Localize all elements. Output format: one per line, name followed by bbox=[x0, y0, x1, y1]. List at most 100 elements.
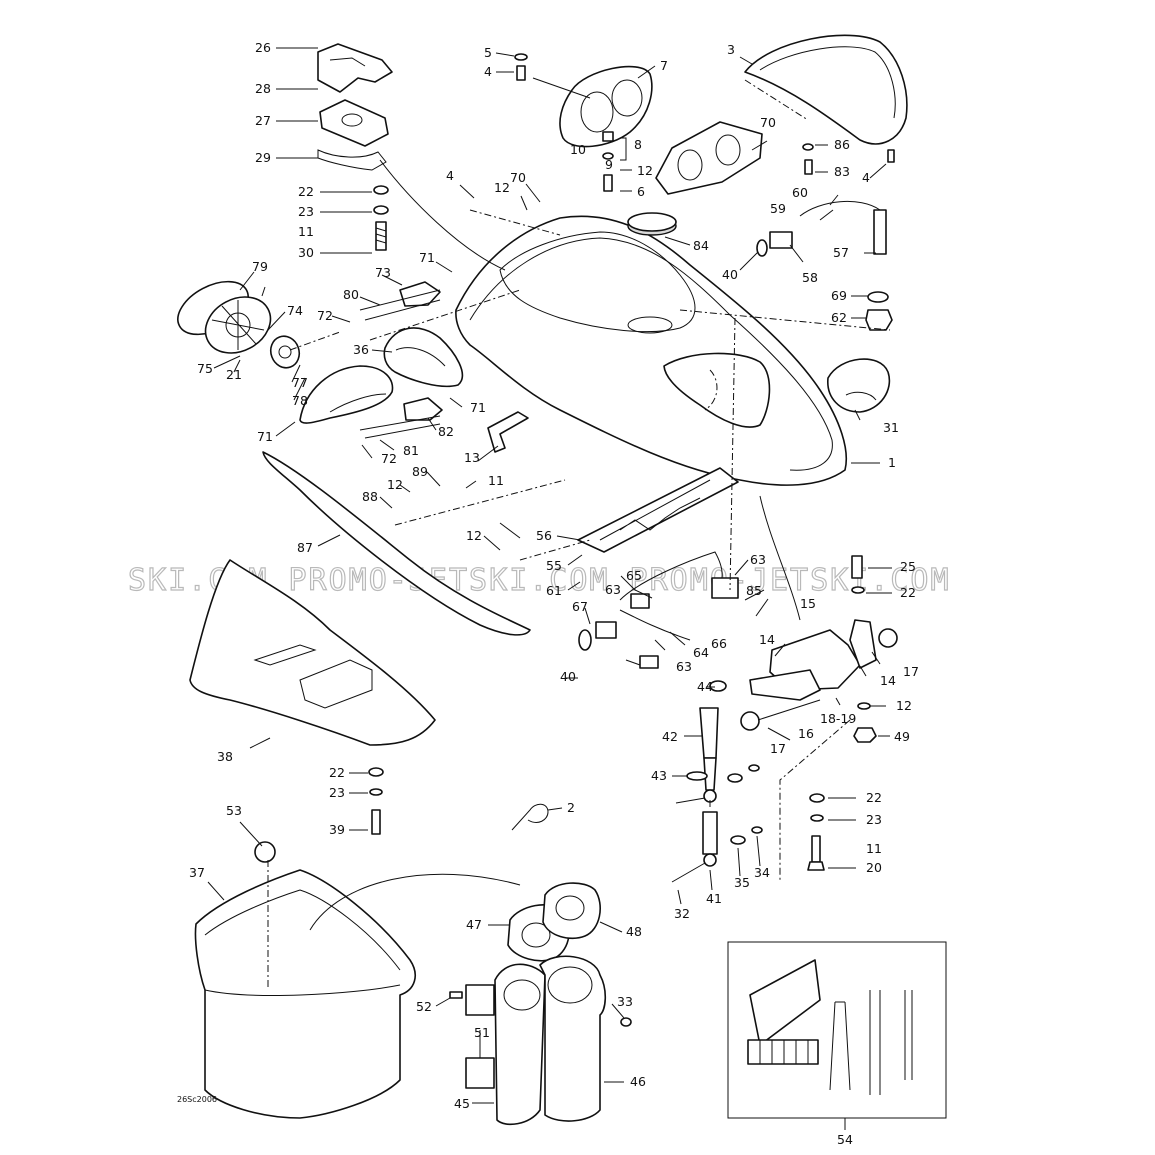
callout-4: 4 bbox=[484, 64, 492, 79]
callout-14: 14 bbox=[759, 632, 775, 647]
bracket bbox=[487, 411, 529, 453]
storage-cover bbox=[577, 467, 739, 553]
callout-81: 83 bbox=[834, 164, 850, 179]
bolts-left bbox=[368, 767, 384, 835]
callout-86: 88 bbox=[362, 489, 378, 504]
hinges bbox=[359, 281, 443, 439]
mirror-housing bbox=[827, 358, 891, 413]
vent-cover bbox=[299, 365, 394, 424]
callout-45: 45 bbox=[454, 1096, 470, 1111]
callout-29: 29 bbox=[255, 150, 271, 165]
callout-32: 32 bbox=[674, 906, 690, 921]
callout-74: 75 bbox=[197, 361, 213, 376]
clip bbox=[511, 803, 549, 831]
callout-85: 87 bbox=[297, 540, 313, 555]
callout-87: 89 bbox=[412, 464, 428, 479]
callout-7: 7 bbox=[660, 58, 668, 73]
callout-1: 1 bbox=[888, 455, 896, 470]
callout-56: 58 bbox=[802, 270, 818, 285]
callout-12d: 12 bbox=[466, 528, 482, 543]
callout-17: 17 bbox=[903, 664, 919, 679]
callout-12b: 12 bbox=[494, 180, 510, 195]
storage-container bbox=[449, 882, 632, 1126]
callout-71b: 72 bbox=[381, 451, 397, 466]
callout-65: 67 bbox=[572, 599, 588, 614]
bottom-liner bbox=[189, 559, 436, 746]
callout-6: 6 bbox=[637, 184, 645, 199]
steering-assembly bbox=[740, 555, 898, 743]
callout-41: 41 bbox=[706, 891, 722, 906]
callout-83: 85 bbox=[746, 583, 762, 598]
side-trim bbox=[383, 327, 464, 388]
callout-10: 10 bbox=[570, 142, 586, 157]
tool-kit bbox=[727, 941, 947, 1119]
bolts-right bbox=[807, 793, 825, 871]
callout-16: 16 bbox=[798, 726, 814, 741]
callout-9: 9 bbox=[605, 157, 613, 172]
callout-15: 15 bbox=[800, 596, 816, 611]
callout-30: 30 bbox=[298, 245, 314, 260]
callout-26: 26 bbox=[255, 40, 271, 55]
callout-78: 80 bbox=[343, 287, 359, 302]
side-panel bbox=[262, 451, 531, 636]
callout-22c: 22 bbox=[866, 790, 882, 805]
callout-77: 79 bbox=[252, 259, 268, 274]
callout-12: 12 bbox=[637, 163, 653, 178]
callout-11b: 11 bbox=[488, 473, 504, 488]
callout-48: 48 bbox=[626, 924, 642, 939]
callout-62: 63 bbox=[676, 659, 692, 674]
callout-82: 84 bbox=[693, 238, 709, 253]
callout-31: 31 bbox=[883, 420, 899, 435]
callout-28: 28 bbox=[255, 81, 271, 96]
callout-17b: 17 bbox=[770, 741, 786, 756]
callout-35: 35 bbox=[734, 875, 750, 890]
callout-40: 40 bbox=[722, 267, 738, 282]
callout-21: 21 bbox=[226, 367, 242, 382]
callout-57: 59 bbox=[770, 201, 786, 216]
callout-44: 44 bbox=[697, 679, 713, 694]
wiring-harness bbox=[578, 551, 739, 669]
callout-13: 13 bbox=[464, 450, 480, 465]
callout-50: 52 bbox=[416, 999, 432, 1014]
callout-20: 20 bbox=[866, 860, 882, 875]
callout-25: 49 bbox=[894, 729, 910, 744]
guide-lines bbox=[267, 79, 891, 990]
callout-68: 70 bbox=[510, 170, 526, 185]
callout-76: 78 bbox=[292, 393, 308, 408]
callout-39: 39 bbox=[329, 822, 345, 837]
callout-69: 71 bbox=[257, 429, 273, 444]
callout-43: 43 bbox=[651, 768, 667, 783]
callout-75: 77 bbox=[292, 375, 308, 390]
callout-4b: 4 bbox=[862, 170, 870, 185]
callout-labels: 26 28 27 29 22 23 11 30 5 4 7 10 8 9 12 … bbox=[177, 40, 919, 1147]
callout-58: 60 bbox=[792, 185, 808, 200]
callout-4c: 4 bbox=[446, 168, 454, 183]
windshield bbox=[744, 34, 908, 175]
callout-18-19: 18-19 bbox=[820, 711, 856, 726]
callout-52: 54 bbox=[837, 1132, 853, 1147]
storage-bin bbox=[194, 841, 416, 1119]
callout-46: 46 bbox=[630, 1074, 646, 1089]
callout-60: 62 bbox=[831, 310, 847, 325]
gauge-bezel bbox=[559, 65, 763, 195]
callout-64: 65 bbox=[626, 568, 642, 583]
callout-36: 36 bbox=[353, 342, 369, 357]
callout-71: 72 bbox=[317, 308, 333, 323]
bezel-hardware bbox=[514, 53, 614, 192]
gas-spring bbox=[671, 680, 763, 883]
callout-24: 25 bbox=[900, 559, 916, 574]
callout-3: 3 bbox=[727, 42, 735, 57]
callout-70: 71 bbox=[419, 250, 435, 265]
callout-2: 2 bbox=[567, 800, 575, 815]
callout-53: 55 bbox=[546, 558, 562, 573]
callout-23b: 23 bbox=[866, 812, 882, 827]
callout-67: 70 bbox=[760, 115, 776, 130]
callout-59: 61 bbox=[546, 583, 562, 598]
callout-22b: 22 bbox=[900, 585, 916, 600]
callout-22d: 22 bbox=[329, 765, 345, 780]
callout-42: 42 bbox=[662, 729, 678, 744]
callout-23c: 23 bbox=[329, 785, 345, 800]
callout-51: 53 bbox=[226, 803, 242, 818]
callout-8: 8 bbox=[634, 137, 642, 152]
